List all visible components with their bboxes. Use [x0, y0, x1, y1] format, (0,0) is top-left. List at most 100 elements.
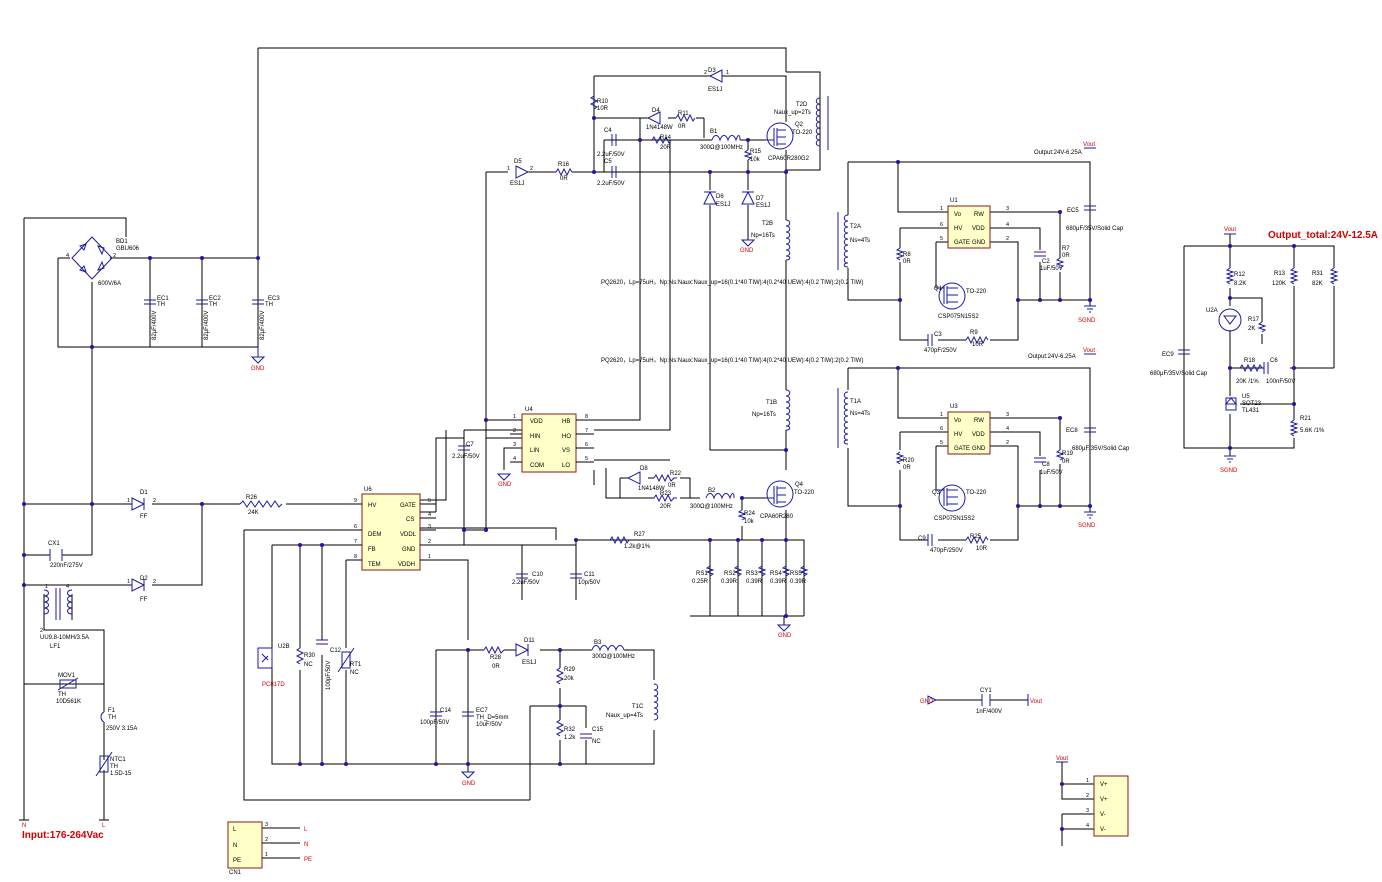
svg-text:GND: GND — [462, 781, 476, 787]
svg-text:TH_D=5mm: TH_D=5mm — [476, 715, 509, 721]
svg-text:HIN: HIN — [530, 434, 540, 440]
svg-text:10D561K: 10D561K — [56, 699, 81, 705]
svg-text:4: 4 — [66, 253, 69, 259]
svg-text:R18: R18 — [1244, 358, 1256, 364]
svg-text:GND: GND — [778, 633, 792, 639]
svg-text:0R: 0R — [668, 483, 676, 489]
svg-text:R9: R9 — [970, 330, 978, 336]
svg-text:2.2uF/50V: 2.2uF/50V — [597, 181, 625, 187]
svg-text:24K: 24K — [248, 510, 259, 516]
svg-text:FF: FF — [140, 597, 148, 603]
svg-text:1: 1 — [265, 852, 268, 858]
svg-text:GND: GND — [251, 366, 265, 372]
svg-text:Vo: Vo — [954, 212, 962, 218]
svg-text:CPA60R280: CPA60R280 — [760, 514, 794, 520]
svg-text:FF: FF — [140, 514, 148, 520]
svg-text:C7: C7 — [466, 442, 474, 448]
svg-text:1: 1 — [513, 414, 516, 420]
svg-text:EC1: EC1 — [157, 296, 169, 302]
svg-text:R22: R22 — [670, 471, 682, 477]
svg-text:10R: 10R — [976, 546, 988, 552]
svg-text:4: 4 — [66, 584, 69, 590]
svg-text:GATE: GATE — [954, 240, 970, 246]
svg-text:R11: R11 — [678, 111, 689, 117]
svg-text:PE: PE — [304, 857, 312, 863]
svg-text:NC: NC — [350, 670, 359, 676]
svg-text:TH: TH — [209, 302, 217, 308]
svg-text:C14: C14 — [440, 708, 452, 714]
svg-text:82K: 82K — [1312, 281, 1323, 287]
svg-text:GND: GND — [740, 248, 754, 254]
svg-text:0.39R: 0.39R — [746, 579, 763, 585]
svg-text:NC: NC — [592, 739, 601, 745]
svg-text:3: 3 — [1006, 206, 1009, 212]
svg-text:R26: R26 — [246, 495, 258, 501]
svg-text:Vout: Vout — [1083, 348, 1095, 354]
svg-text:ES1J: ES1J — [716, 202, 730, 208]
svg-text:CSP075N15S2: CSP075N15S2 — [934, 516, 975, 522]
svg-text:NC: NC — [304, 662, 313, 668]
svg-text:UU9.8-10MH/3.5A: UU9.8-10MH/3.5A — [40, 635, 89, 641]
svg-text:VDD: VDD — [972, 226, 985, 232]
svg-text:220nF/275V: 220nF/275V — [50, 563, 83, 569]
svg-text:10k: 10k — [744, 519, 755, 525]
svg-text:2: 2 — [153, 579, 156, 585]
ec1: EC1 TH 82μF/400V — [144, 296, 169, 340]
svg-text:D8: D8 — [640, 466, 648, 472]
svg-text:U1: U1 — [950, 198, 958, 204]
primary-lower-components: R27 1.2k@1% C10 2.2uF/50V C11 10p/50V RS… — [257, 532, 809, 787]
svg-text:0R: 0R — [903, 465, 911, 471]
svg-text:1: 1 — [726, 70, 729, 76]
svg-text:GND: GND — [972, 446, 986, 452]
svg-text:V+: V+ — [1100, 782, 1108, 788]
svg-text:Q3: Q3 — [932, 490, 941, 496]
svg-text:20K /1%: 20K /1% — [1236, 379, 1259, 385]
svg-text:Ns=4Ts: Ns=4Ts — [850, 411, 870, 417]
svg-text:8: 8 — [585, 414, 588, 420]
svg-text:2: 2 — [1086, 793, 1089, 799]
svg-text:D2: D2 — [140, 576, 148, 582]
svg-text:82μF/400V: 82μF/400V — [204, 311, 210, 340]
svg-text:R8: R8 — [903, 252, 911, 258]
svg-text:20k: 20k — [564, 676, 575, 682]
output-u1-label: Output:24V-6.25A — [1034, 150, 1082, 156]
svg-text:ES1J: ES1J — [522, 660, 536, 666]
svg-text:SOT23: SOT23 — [1242, 401, 1262, 407]
bd1-part: GBU606 — [116, 246, 140, 252]
svg-text:HV: HV — [368, 503, 376, 509]
svg-text:Vout: Vout — [1224, 227, 1236, 233]
svg-text:C6: C6 — [1270, 358, 1278, 364]
svg-text:Ns=4Ts: Ns=4Ts — [850, 238, 870, 244]
svg-text:VDDL: VDDL — [400, 532, 417, 538]
svg-text:470pF/250V: 470pF/250V — [924, 348, 957, 354]
svg-text:300Ω@100MHz: 300Ω@100MHz — [700, 145, 743, 151]
svg-text:10k: 10k — [750, 157, 761, 163]
svg-text:2: 2 — [153, 498, 156, 504]
svg-text:300Ω@100MHz: 300Ω@100MHz — [592, 654, 635, 660]
q2: Q2 TO-220 CPA60R280G2 — [766, 122, 813, 162]
svg-text:1: 1 — [127, 579, 130, 585]
svg-text:Vout: Vout — [1056, 756, 1068, 762]
svg-text:CSP075N15S2: CSP075N15S2 — [938, 314, 979, 320]
svg-text:100pF/50V: 100pF/50V — [326, 661, 332, 690]
svg-text:D4: D4 — [652, 108, 660, 114]
svg-text:C2: C2 — [1042, 259, 1050, 265]
feedback-section: Vout Output_total:24V-12.5A R12 8.2K R13… — [1150, 227, 1378, 474]
svg-text:10R: 10R — [597, 106, 609, 112]
svg-text:ES1J: ES1J — [510, 181, 524, 187]
svg-text:7: 7 — [354, 539, 357, 545]
svg-text:VDDH: VDDH — [398, 562, 415, 568]
svg-text:2: 2 — [265, 837, 268, 843]
svg-text:0R: 0R — [560, 176, 568, 182]
svg-text:1.2k: 1.2k — [564, 735, 576, 741]
svg-text:RS3: RS3 — [746, 571, 758, 577]
svg-text:R27: R27 — [634, 532, 646, 538]
svg-text:EC7: EC7 — [476, 708, 488, 714]
svg-text:2: 2 — [530, 166, 533, 172]
svg-text:2: 2 — [1006, 236, 1009, 242]
svg-text:V-: V- — [1100, 827, 1106, 833]
svg-text:L: L — [304, 827, 308, 833]
svg-text:RW: RW — [974, 418, 984, 424]
svg-text:6: 6 — [940, 426, 943, 432]
svg-text:R12: R12 — [1234, 272, 1246, 278]
